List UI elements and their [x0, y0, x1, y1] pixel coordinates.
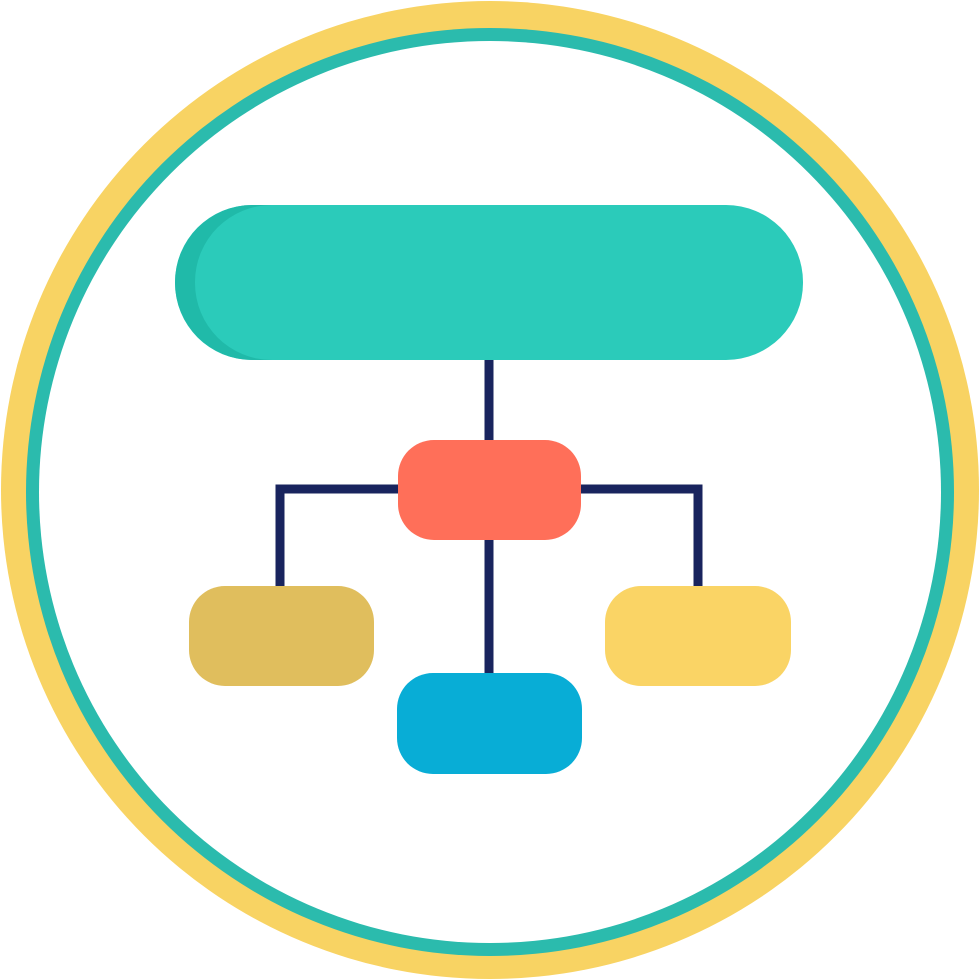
- top-node-block: [175, 205, 803, 360]
- connector-center-to-right: [575, 484, 703, 595]
- left-node-block: [189, 586, 374, 686]
- bottom-node-block: [397, 673, 582, 774]
- connector-center-to-left: [275, 484, 403, 595]
- right-node-block: [605, 586, 791, 686]
- top-node-shade: [175, 205, 272, 360]
- top-node: [175, 205, 803, 360]
- center-node-block: [398, 440, 581, 540]
- connector-lines: [275, 351, 703, 681]
